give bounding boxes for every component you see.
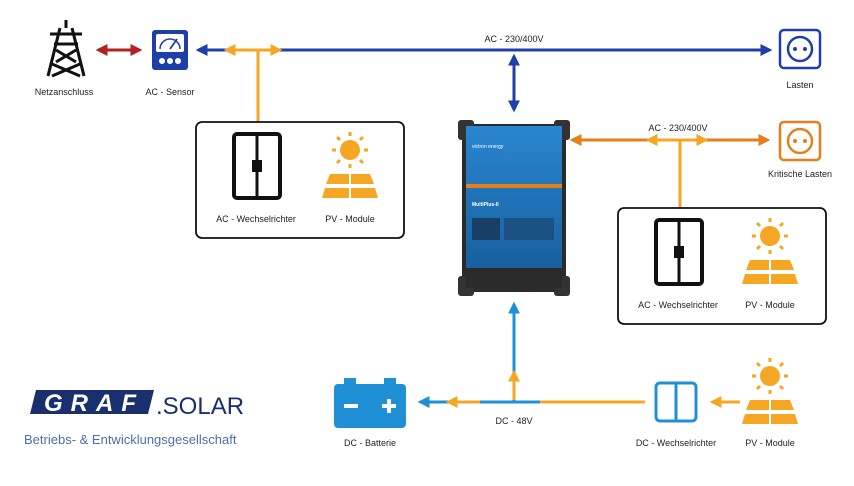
label-grid: Netzanschluss xyxy=(35,87,94,97)
inverter-icon xyxy=(232,132,282,200)
socket-icon xyxy=(778,28,822,70)
label-ac-inverter-right: AC - Wechselrichter xyxy=(638,300,718,310)
solar-panel-icon-right xyxy=(742,218,798,284)
label-ac-bus-critical: AC - 230/400V xyxy=(648,123,707,133)
multiplus-device: victron energy MultiPlus-II xyxy=(458,120,570,296)
company-logo: GRAF .SOLAR Betriebs- & Entwicklungsgese… xyxy=(24,390,244,447)
label-dc-bus: DC - 48V xyxy=(495,416,532,426)
label-critical-loads: Kritische Lasten xyxy=(768,169,832,179)
inverter-icon-right xyxy=(654,218,704,286)
label-dc-inverter: DC - Wechselrichter xyxy=(636,438,716,448)
label-pv-left: PV - Module xyxy=(325,214,375,224)
transmission-tower-icon xyxy=(46,20,86,78)
dc-inverter-icon xyxy=(654,381,698,423)
solar-panel-icon-bottom xyxy=(742,358,798,424)
critical-socket-icon xyxy=(778,120,822,162)
label-loads: Lasten xyxy=(786,80,813,90)
label-pv-right: PV - Module xyxy=(745,300,795,310)
svg-text:.SOLAR: .SOLAR xyxy=(156,393,244,420)
solar-panel-icon xyxy=(322,132,378,198)
label-pv-bottom: PV - Module xyxy=(745,438,795,448)
sensor-meter-icon xyxy=(152,30,188,70)
svg-text:victron energy: victron energy xyxy=(472,144,504,150)
label-ac-inverter-left: AC - Wechselrichter xyxy=(216,214,296,224)
label-sensor: AC - Sensor xyxy=(145,87,194,97)
svg-text:GRAF: GRAF xyxy=(44,390,144,417)
battery-icon xyxy=(334,378,406,428)
label-battery: DC - Batterie xyxy=(344,438,396,448)
label-ac-bus-top: AC - 230/400V xyxy=(484,34,543,44)
svg-text:Betriebs- & Entwicklungsgesell: Betriebs- & Entwicklungsgesellschaft xyxy=(24,432,237,447)
svg-text:MultiPlus-II: MultiPlus-II xyxy=(472,202,499,208)
